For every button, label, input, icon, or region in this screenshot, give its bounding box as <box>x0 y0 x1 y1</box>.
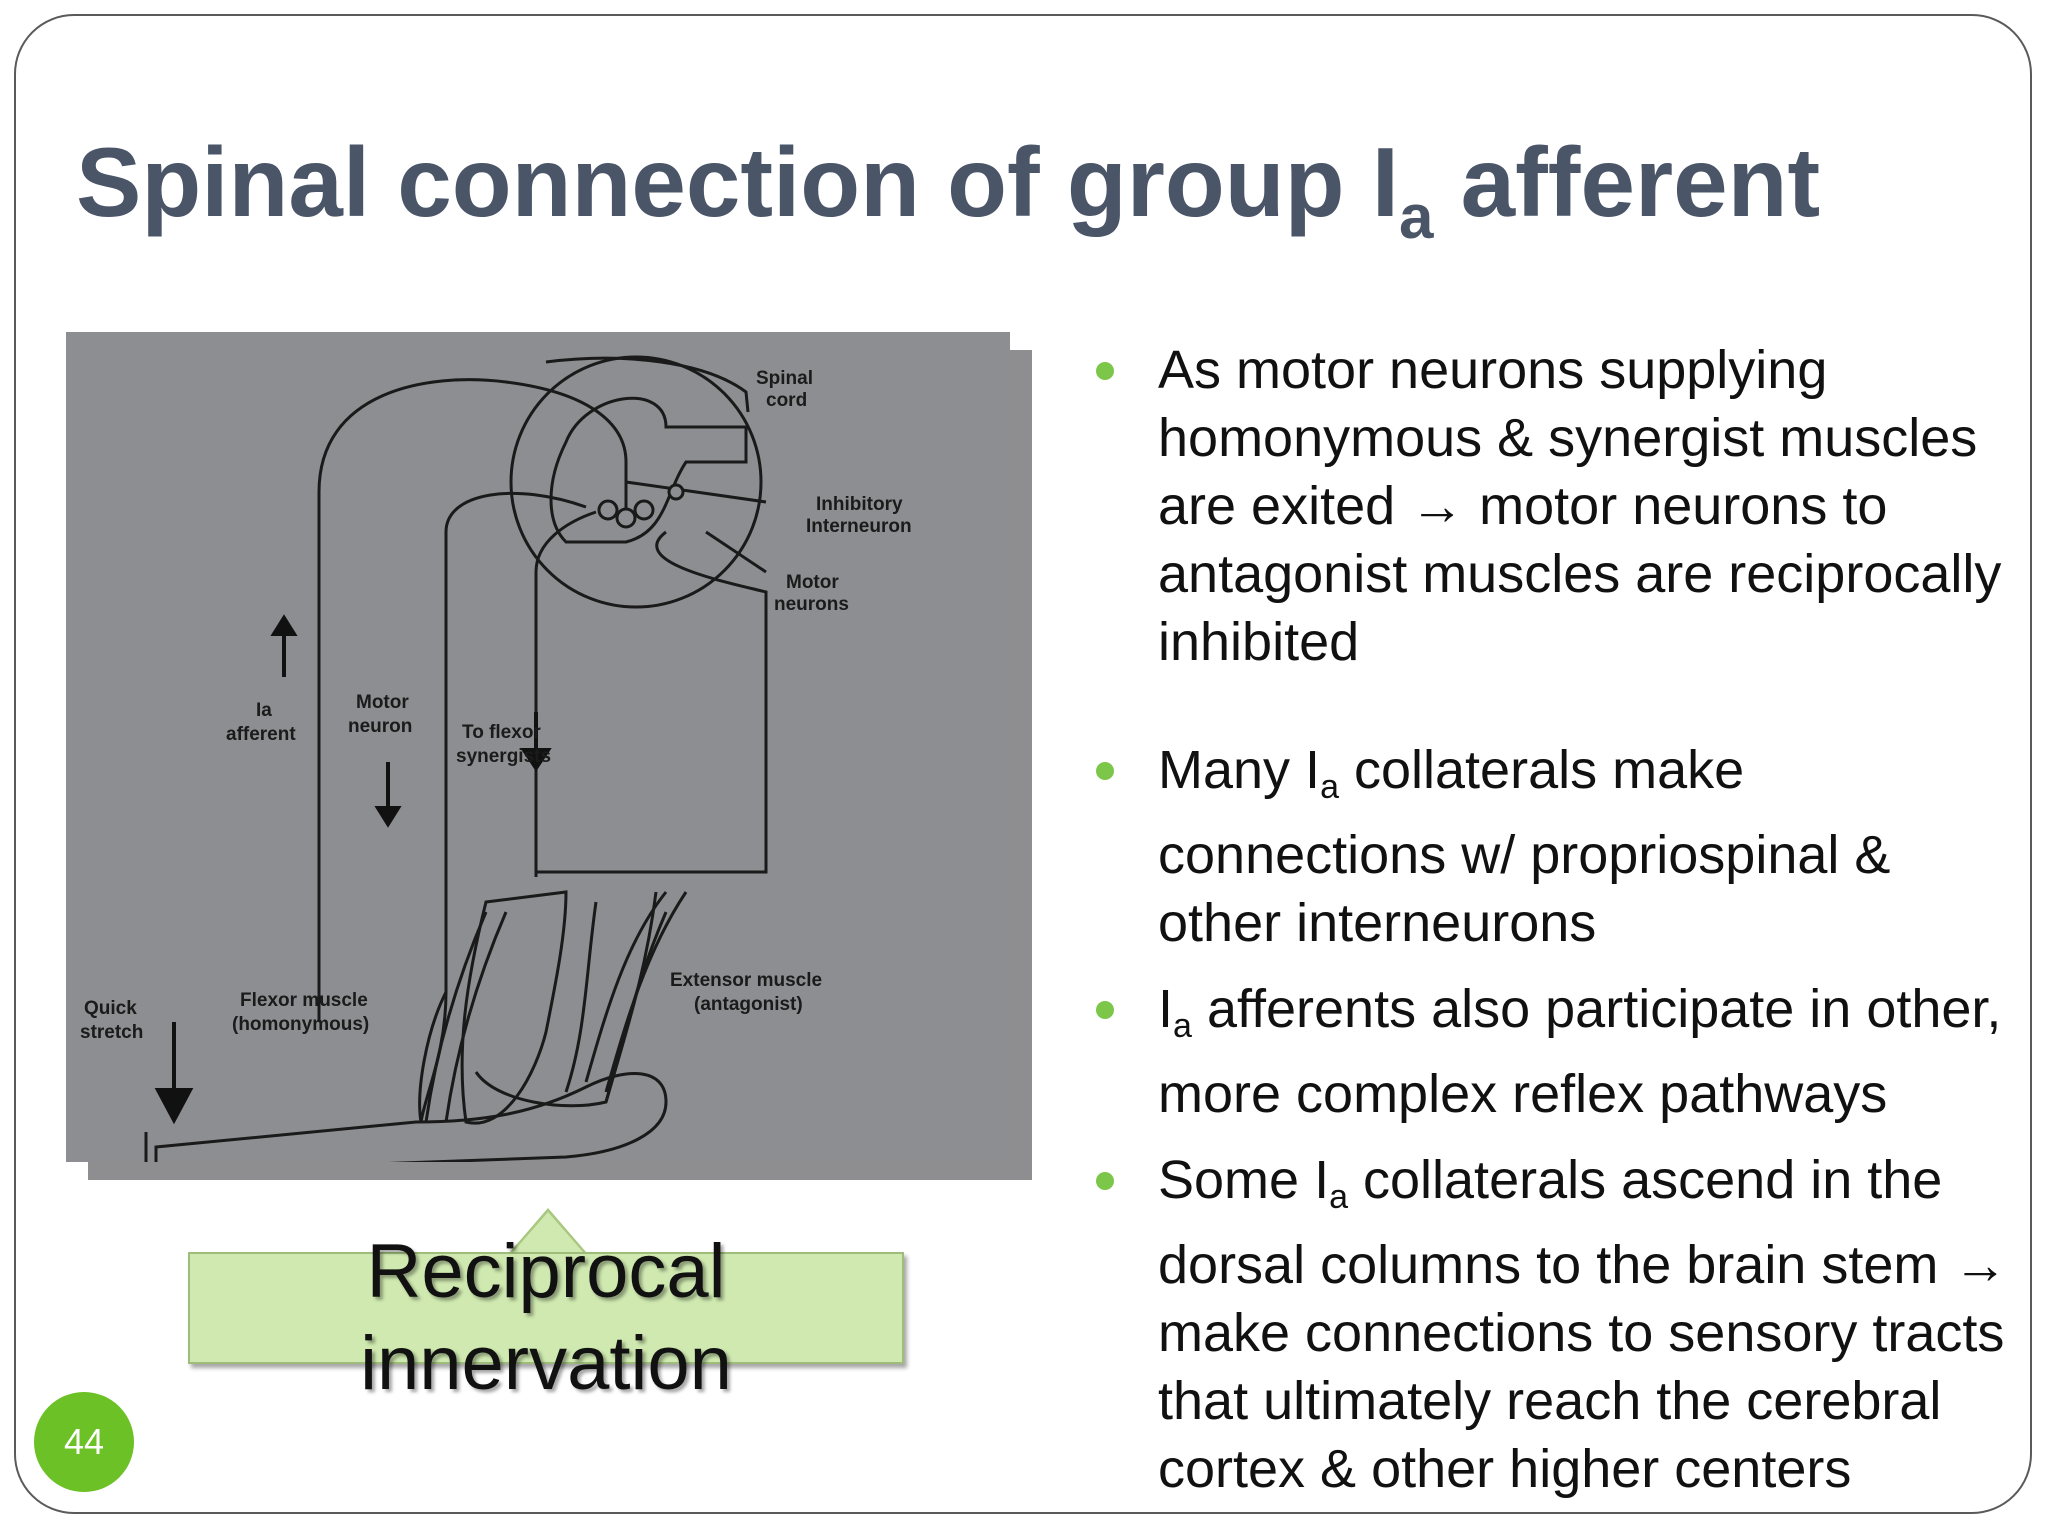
bullet-text-post: afferents also participate in other, mor… <box>1158 979 2002 1124</box>
page-number-badge: 44 <box>34 1392 134 1492</box>
title-text-end: afferent <box>1433 127 1821 237</box>
bullet-text-pre: Some I <box>1158 1150 1330 1210</box>
title-subscript: a <box>1398 183 1434 252</box>
bullet-text: As motor neurons supplying homonymous & … <box>1158 340 2002 672</box>
label-extensor-1: Extensor muscle <box>670 970 822 991</box>
label-ia-afferent-2: afferent <box>226 724 296 745</box>
bullet-item: Many Ia collaterals make connections w/ … <box>1096 736 2016 957</box>
bullet-item: As motor neurons supplying homonymous & … <box>1096 336 2016 676</box>
label-quick-2: stretch <box>80 1022 143 1043</box>
callout-box <box>188 1252 904 1364</box>
label-ia-afferent-1: Ia <box>256 700 272 721</box>
bullet-dot-icon <box>1096 1001 1114 1019</box>
slide-title: Spinal connection of group Ia afferent <box>76 126 1820 253</box>
label-flexor-syn-1: To flexor <box>462 722 541 743</box>
label-flexor-2: (homonymous) <box>232 1014 369 1035</box>
bullet-dot-icon <box>1096 762 1114 780</box>
bullet-text-post: collaterals ascend in the dorsal columns… <box>1158 1150 2008 1499</box>
bullet-subscript: a <box>1173 1007 1192 1045</box>
label-inhibitory-1: Inhibitory <box>816 494 903 515</box>
bullet-item: Some Ia collaterals ascend in the dorsal… <box>1096 1146 2016 1503</box>
label-motor-neurons-1: Motor <box>786 572 839 593</box>
label-extensor-2: (antagonist) <box>694 994 803 1015</box>
label-quick-1: Quick <box>84 998 137 1019</box>
bullet-text-pre: I <box>1158 979 1174 1039</box>
bullet-dot-icon <box>1096 362 1114 380</box>
callout-line-1: Reciprocal <box>366 1229 726 1314</box>
label-inhibitory-2: Interneuron <box>806 516 912 537</box>
label-flexor-syn-2: synergists <box>456 746 551 767</box>
callout-line-2: innervation <box>360 1321 732 1406</box>
bullet-list: As motor neurons supplying homonymous & … <box>1096 336 2016 1503</box>
bullet-subscript: a <box>1320 768 1339 806</box>
callout-text: Reciprocal innervation <box>188 1226 904 1410</box>
reflex-diagram: Spinal cord Inhibitory Interneuron Motor… <box>66 332 1010 1162</box>
label-spinal-cord-1: Spinal <box>756 368 813 389</box>
bullet-subscript: a <box>1329 1178 1348 1216</box>
label-motor-neuron-2: neuron <box>348 716 412 737</box>
label-motor-neuron-1: Motor <box>356 692 409 713</box>
callout-arrow-inner <box>513 1212 583 1252</box>
bullet-dot-icon <box>1096 1172 1114 1190</box>
bullet-item: Ia afferents also participate in other, … <box>1096 975 2016 1128</box>
label-spinal-cord-2: cord <box>766 390 807 411</box>
label-flexor-1: Flexor muscle <box>240 990 368 1011</box>
bullet-text-pre: Many I <box>1158 740 1321 800</box>
bullet-text-post: collaterals make connections w/ proprios… <box>1158 740 1891 953</box>
title-text: Spinal connection of group I <box>76 127 1399 237</box>
label-motor-neurons-2: neurons <box>774 594 849 615</box>
